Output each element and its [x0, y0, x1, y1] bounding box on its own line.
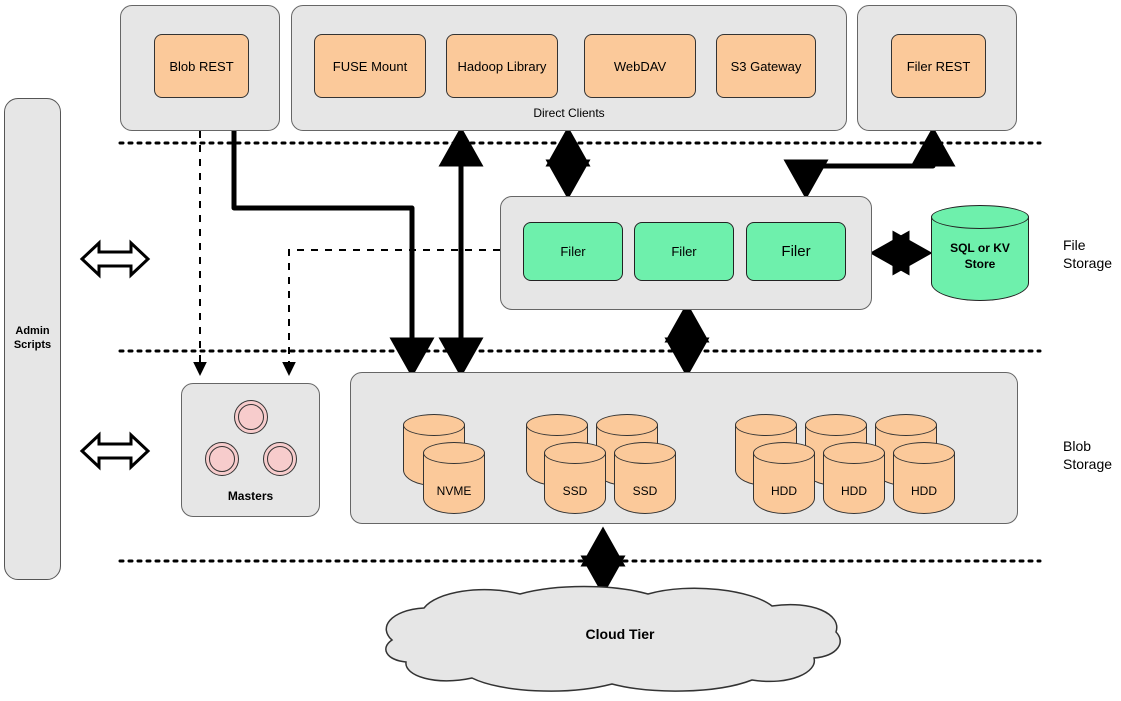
- dashed-filer-to-masters: [282, 249, 500, 376]
- node-blob-rest[interactable]: Blob REST: [154, 34, 249, 98]
- link-filerrest-to-filers: [783, 126, 956, 200]
- disk-label-ssd-1: SSD: [562, 484, 588, 498]
- node-filer-2[interactable]: Filer: [634, 222, 734, 281]
- disk-hdd-front-2[interactable]: HDD: [823, 442, 885, 514]
- disk-label-ssd-2: SSD: [632, 484, 658, 498]
- filer-rest-group: Filer REST: [857, 5, 1017, 131]
- node-hadoop-library[interactable]: Hadoop Library: [446, 34, 558, 98]
- masters-label: Masters: [227, 489, 274, 503]
- masters-group: Masters: [181, 383, 320, 517]
- disk-ssd-front-2[interactable]: SSD: [614, 442, 676, 514]
- disk-hdd-front-1[interactable]: HDD: [753, 442, 815, 514]
- master-node-3[interactable]: [263, 442, 297, 476]
- disk-label-hdd-3: HDD: [911, 484, 937, 498]
- volume-servers-group: NVME SSD SSD HDD: [350, 372, 1018, 524]
- cloud-tier-label: Cloud Tier: [585, 626, 655, 642]
- disk-label-hdd-2: HDD: [841, 484, 867, 498]
- tier-label-file-storage: File Storage: [1063, 237, 1113, 272]
- link-blobrest-to-volumes: [231, 131, 435, 378]
- node-s3-gateway[interactable]: S3 Gateway: [716, 34, 816, 98]
- disk-nvme-front-1[interactable]: NVME: [423, 442, 485, 514]
- node-filer-rest[interactable]: Filer REST: [891, 34, 986, 98]
- admin-to-blob-storage-arrow: [79, 431, 151, 471]
- disk-ssd-front-1[interactable]: SSD: [544, 442, 606, 514]
- database-label-line2: Store: [964, 256, 996, 271]
- node-filer-3[interactable]: Filer: [746, 222, 846, 281]
- database-label-line1: SQL or KV: [950, 241, 1010, 255]
- blob-rest-group: Blob REST: [120, 5, 280, 131]
- node-filer-1[interactable]: Filer: [523, 222, 623, 281]
- disk-label-hdd-1: HDD: [771, 484, 797, 498]
- admin-to-file-storage-arrow: [79, 239, 151, 279]
- filer-group: Filer Filer Filer: [500, 196, 872, 310]
- direct-clients-group: FUSE Mount Hadoop Library WebDAV S3 Gate…: [291, 5, 847, 131]
- database-sql-or-kv-store[interactable]: SQL or KV Store: [931, 205, 1029, 301]
- direct-clients-group-label: Direct Clients: [533, 106, 605, 120]
- cloud-tier[interactable]: Cloud Tier: [380, 584, 850, 696]
- disk-hdd-front-3[interactable]: HDD: [893, 442, 955, 514]
- disk-label-nvme: NVME: [436, 484, 472, 498]
- node-fuse-mount[interactable]: FUSE Mount: [314, 34, 426, 98]
- node-webdav[interactable]: WebDAV: [584, 34, 696, 98]
- master-node-2[interactable]: [205, 442, 239, 476]
- master-node-1[interactable]: [234, 400, 268, 434]
- tier-label-blob-storage: Blob Storage: [1063, 438, 1113, 473]
